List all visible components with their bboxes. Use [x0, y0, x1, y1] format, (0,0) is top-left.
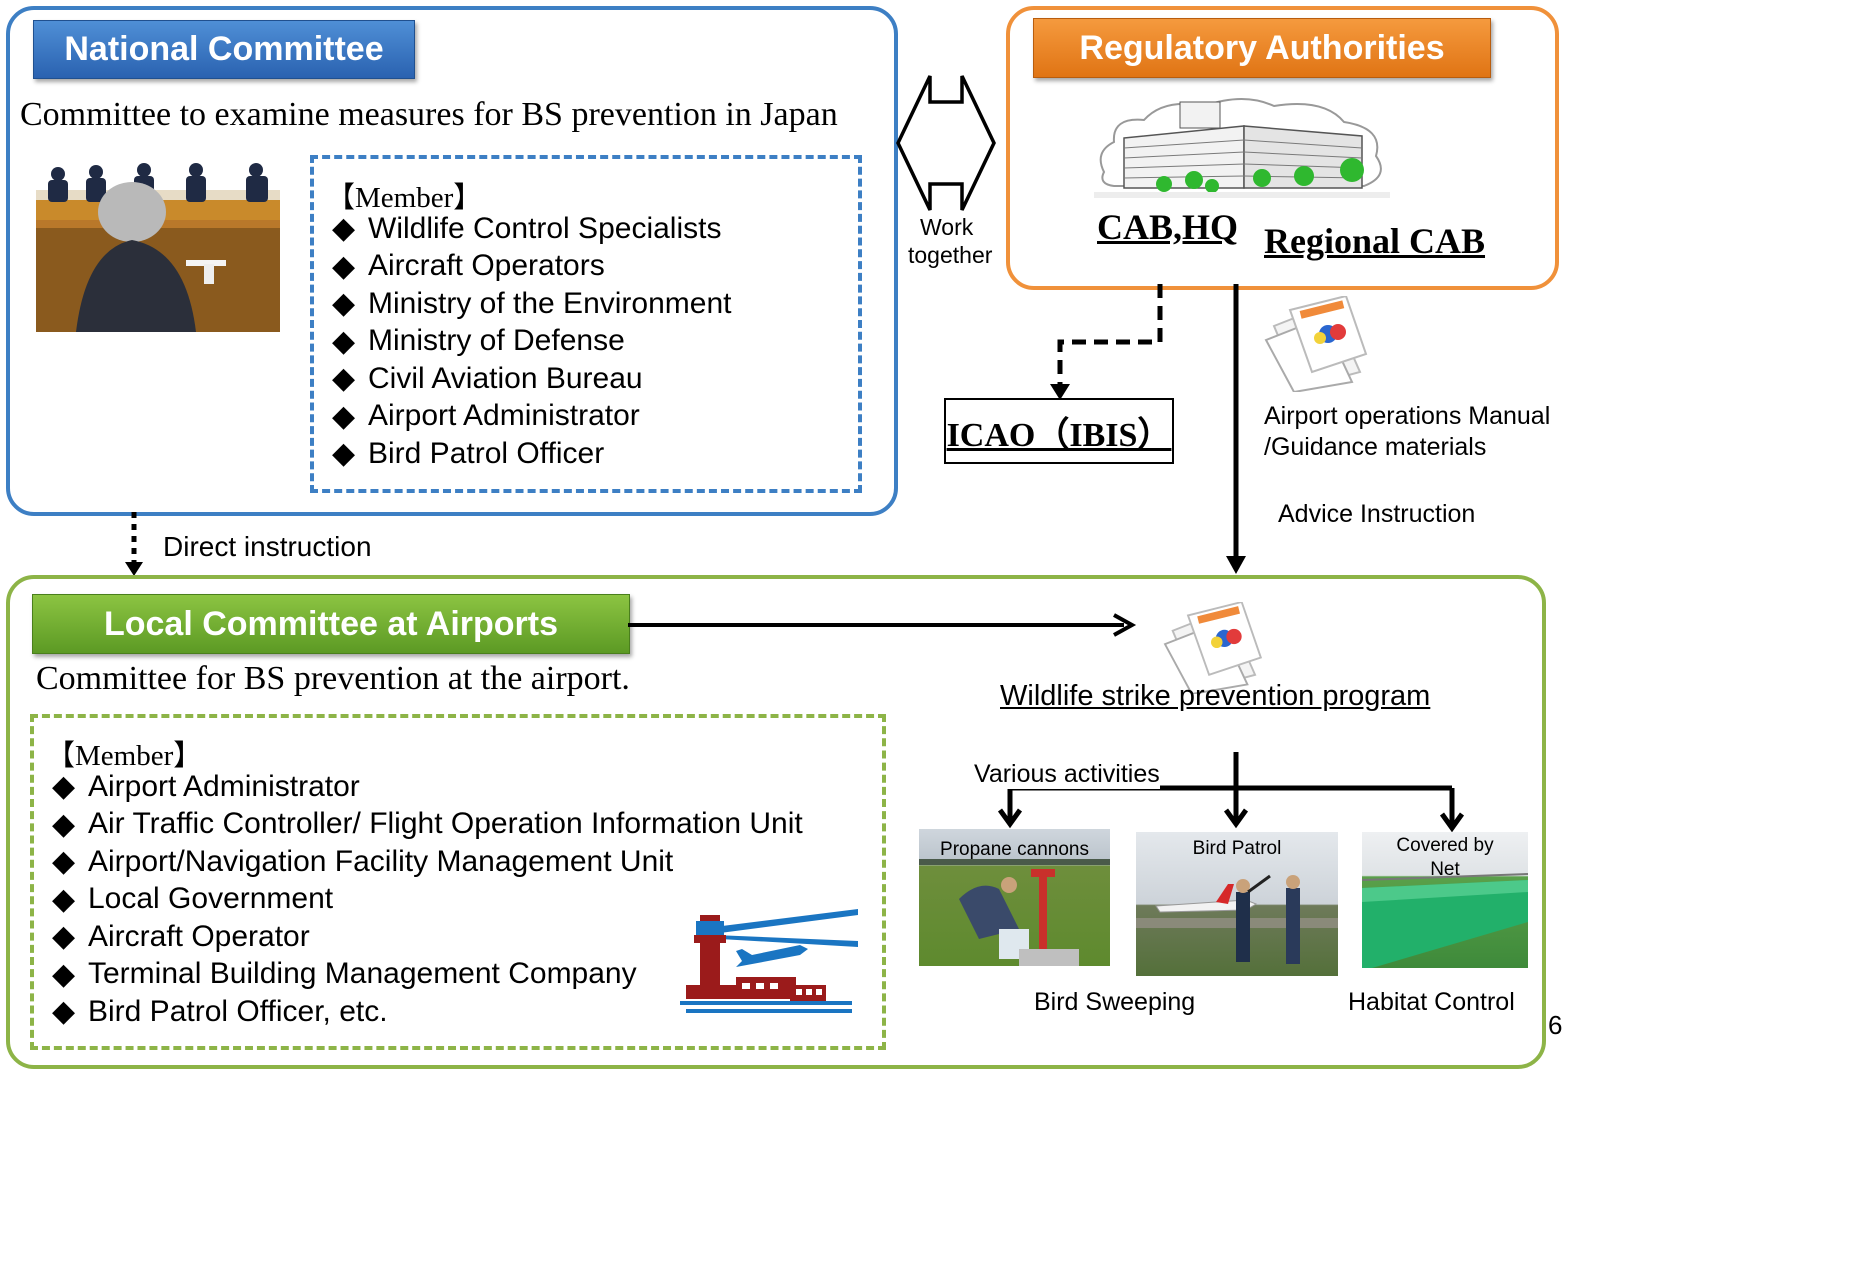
- national-committee-subtitle: Committee to examine measures for BS pre…: [20, 96, 838, 133]
- regional-cab-label: Regional CAB: [1264, 221, 1486, 261]
- photo-label-propane: Propane cannons: [940, 839, 1089, 860]
- regulatory-to-local-arrow: [1226, 284, 1246, 574]
- regulatory-authorities-title: Regulatory Authorities: [1079, 28, 1445, 67]
- manual-line1: Airport operations Manual: [1264, 402, 1551, 430]
- various-activities-label: Various activities: [974, 760, 1160, 789]
- work-together-double-arrow: [896, 75, 996, 211]
- bird-sweeping-label: Bird Sweeping: [1034, 988, 1196, 1016]
- national-committee-title: National Committee: [64, 30, 384, 68]
- airport-tower-icon: [680, 909, 858, 1013]
- national-member-heading: 【Member】: [326, 182, 483, 214]
- local-member-box: [30, 714, 886, 1050]
- national-member-box: [310, 155, 862, 493]
- list-item: ◆Aircraft Operator: [52, 919, 310, 954]
- list-item: ◆Bird Patrol Officer, etc.: [52, 994, 388, 1029]
- icao-box: ICAO（IBIS）: [944, 398, 1174, 464]
- work-together-line1: Work: [920, 214, 974, 240]
- direct-instruction-label: Direct instruction: [163, 531, 372, 562]
- propane-cannons-photo: Propane cannons: [919, 829, 1110, 966]
- list-item: ◆Terminal Building Management Company: [52, 957, 637, 991]
- work-together-line2: together: [908, 242, 993, 268]
- program-document-icon: [1163, 602, 1263, 694]
- local-committee-subtitle: Committee for BS prevention at the airpo…: [36, 660, 630, 697]
- national-member-list: ◆Wildlife Control Specialists ◆Aircraft …: [332, 210, 731, 473]
- advice-instruction-label: Advice Instruction: [1278, 500, 1476, 528]
- photo-label-bird-patrol: Bird Patrol: [1192, 838, 1282, 859]
- local-committee-title: Local Committee at Airports: [103, 604, 559, 643]
- covered-by-net-photo: Covered by Net: [1362, 832, 1528, 968]
- local-to-program-arrow: [628, 613, 1137, 637]
- photo-label-net: Covered by Net: [1396, 835, 1494, 880]
- habitat-control-label: Habitat Control: [1348, 988, 1515, 1016]
- regulatory-authorities-header: Regulatory Authorities: [1033, 18, 1491, 78]
- list-item: ◆Wildlife Control Specialists: [332, 211, 722, 246]
- icao-dashed-arrow: [1050, 284, 1163, 400]
- cab-hq-label: CAB,HQ: [1097, 207, 1239, 247]
- local-member-list: ◆Airport Administrator ◆Air Traffic Cont…: [52, 768, 803, 1031]
- list-item: ◆Air Traffic Controller/ Flight Operatio…: [52, 807, 803, 841]
- bird-patrol-photo: Bird Patrol: [1136, 832, 1338, 976]
- local-member-heading: 【Member】: [46, 740, 203, 772]
- list-item: ◆Bird Patrol Officer: [332, 436, 605, 471]
- icao-label: ICAO（IBIS）: [946, 416, 1172, 454]
- program-title: Wildlife strike prevention program: [1000, 680, 1431, 712]
- list-item: ◆Ministry of the Environment: [332, 286, 732, 321]
- list-item: ◆Local Government: [52, 882, 334, 916]
- cab-building-illustration: [1094, 98, 1390, 198]
- meeting-illustration: [36, 160, 280, 332]
- local-committee-header: Local Committee at Airports: [32, 594, 630, 654]
- list-item: ◆Ministry of Defense: [332, 324, 625, 358]
- list-item: ◆Airport/Navigation Facility Management …: [52, 844, 674, 879]
- list-item: ◆Civil Aviation Bureau: [332, 361, 643, 396]
- list-item: ◆Aircraft Operators: [332, 249, 605, 283]
- manual-line2: /Guidance materials: [1264, 433, 1487, 461]
- direct-instruction-arrow: [125, 512, 143, 576]
- national-committee-header: National Committee: [33, 20, 415, 79]
- manual-document-icon: [1264, 296, 1368, 392]
- list-item: ◆Airport Administrator: [52, 769, 360, 804]
- page-number: 6: [1548, 1010, 1563, 1040]
- list-item: ◆Airport Administrator: [332, 399, 640, 433]
